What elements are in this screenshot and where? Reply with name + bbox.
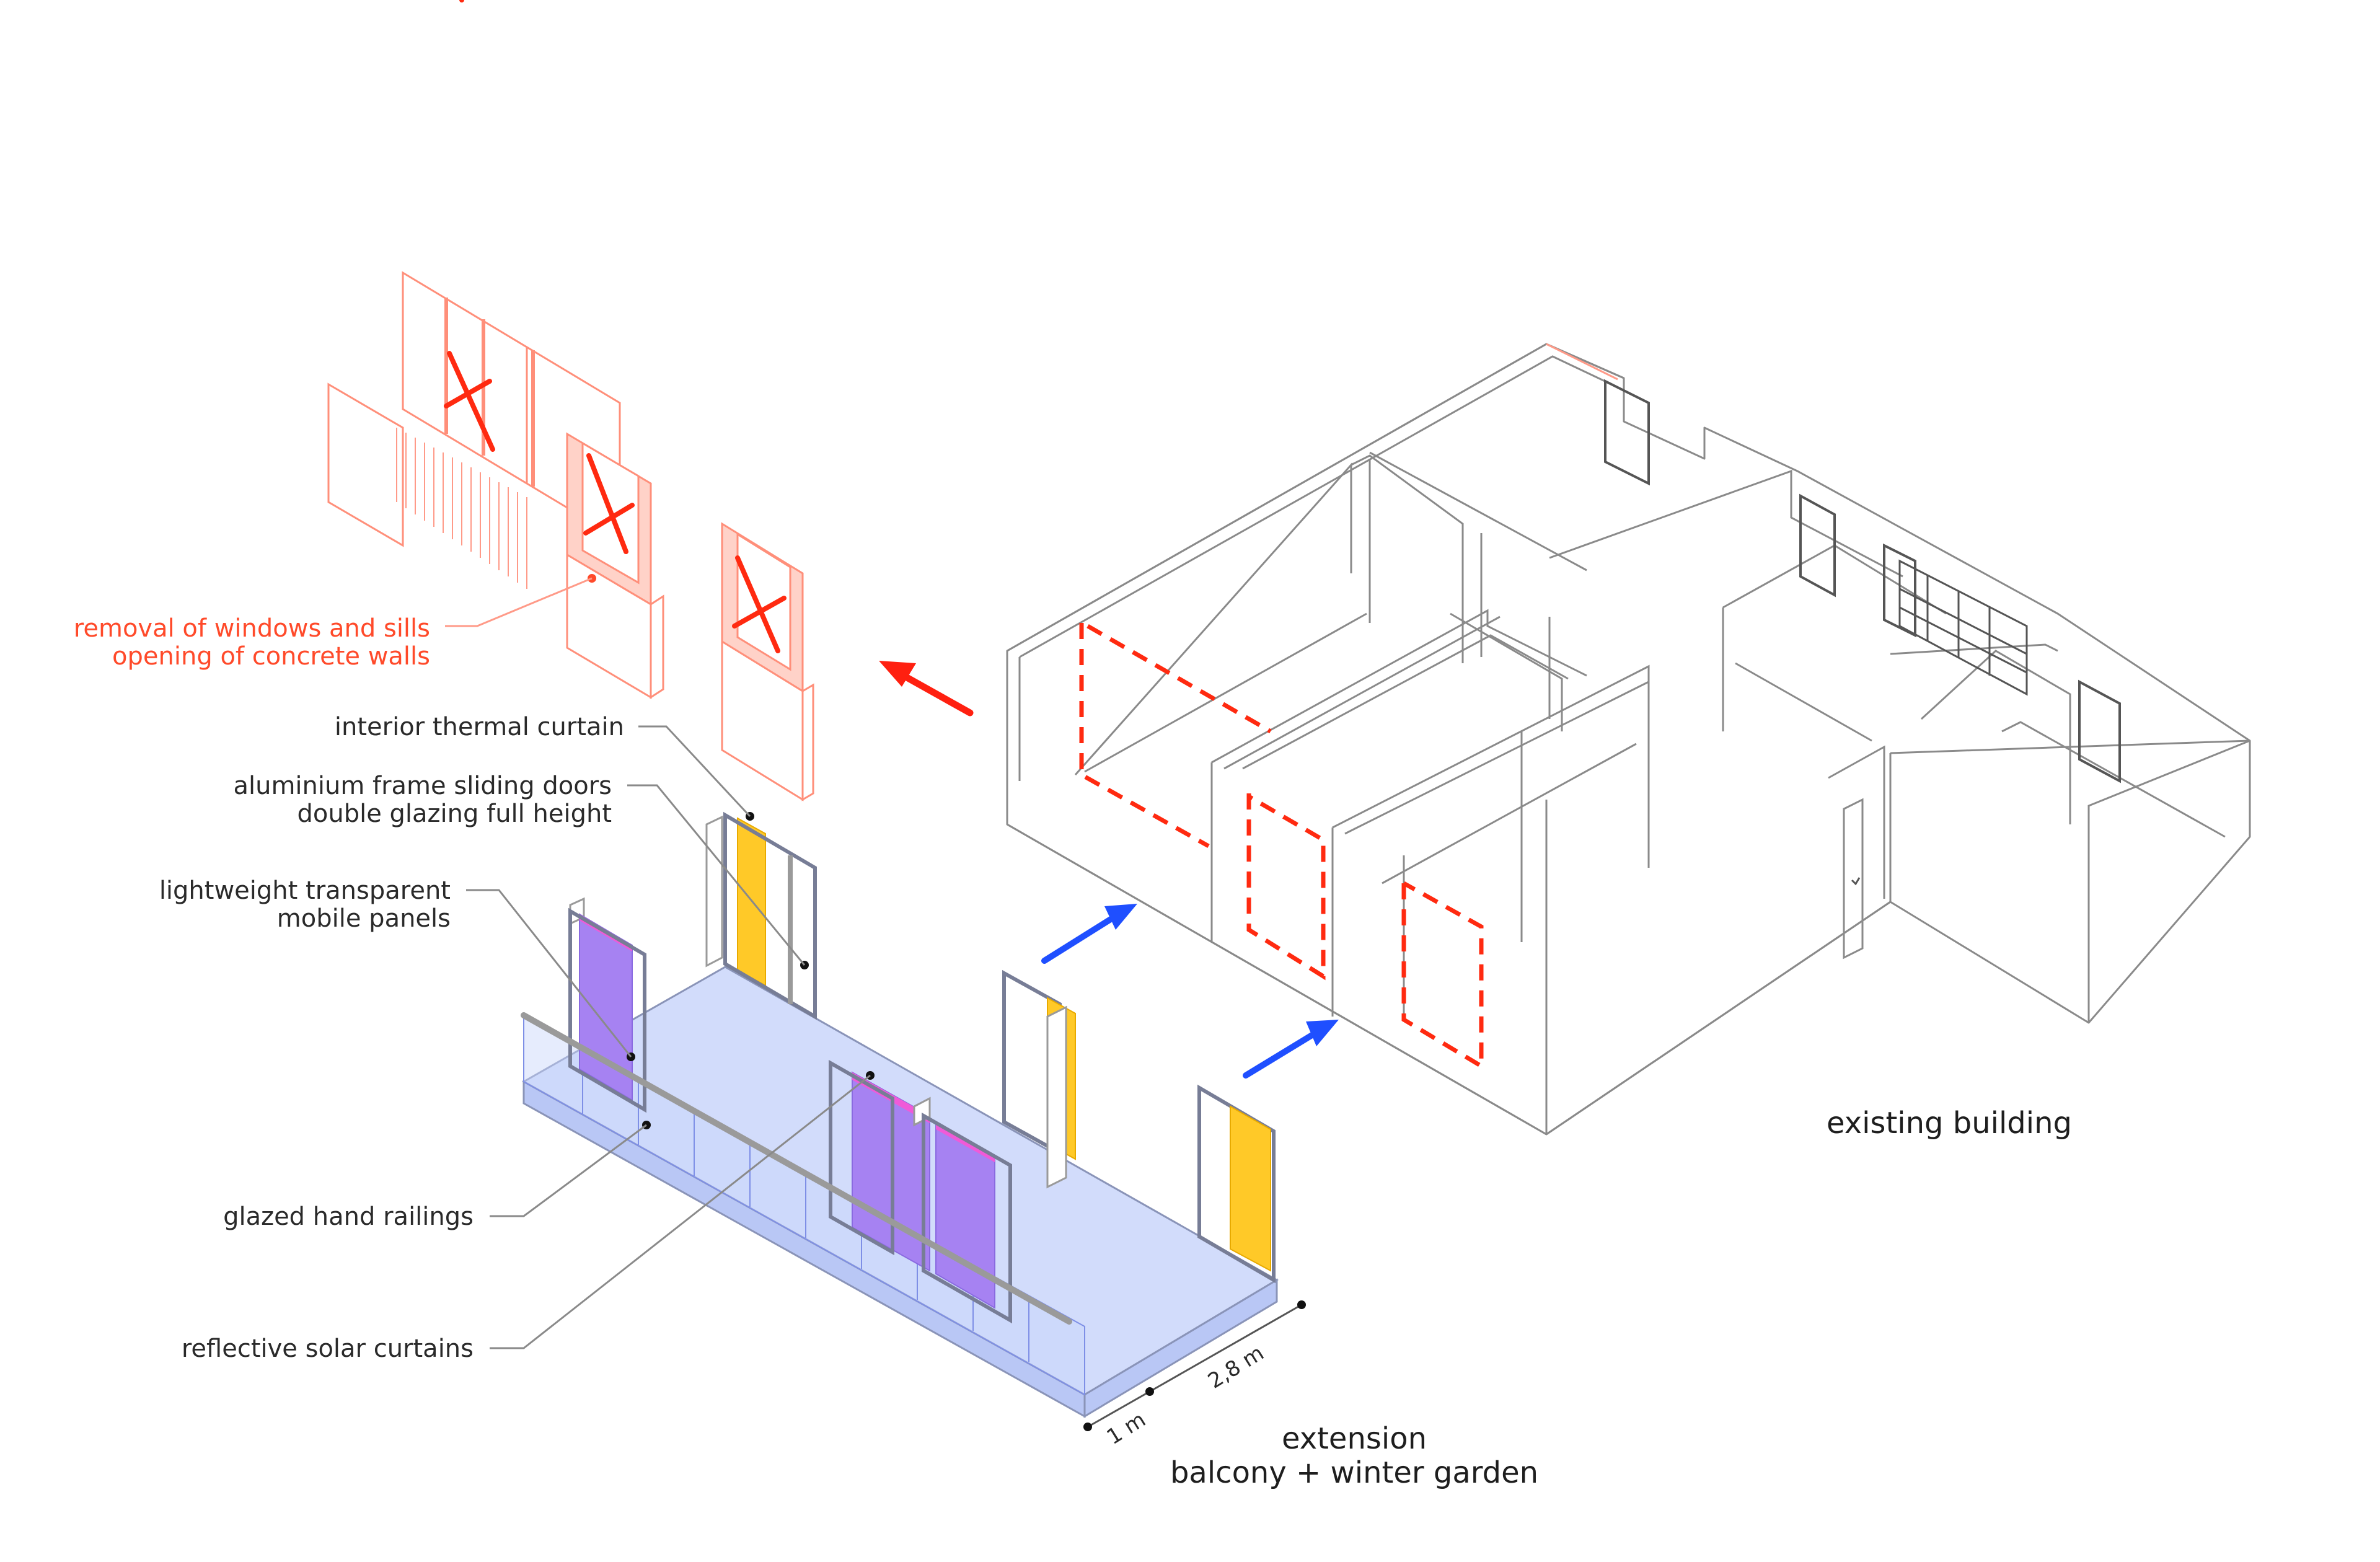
existing-building: existing building [1006, 343, 2251, 1141]
balcony-extension: 1 m 2,8 m extension balcony + winter gar… [521, 811, 1538, 1490]
demolished-large-window [327, 271, 621, 589]
entry-door [1843, 798, 1864, 960]
demolition-label-line1: removal of windows and sills [74, 614, 430, 643]
sliding-door-right [1197, 1084, 1276, 1284]
demolition-leader-line [445, 577, 593, 627]
callout-mobile-panels-line1: lightweight transparent [159, 876, 451, 905]
extension-label-line2: balcony + winter garden [1170, 1455, 1538, 1490]
demolition-label-line2: opening of concrete walls [112, 642, 430, 671]
sliding-door-mid [1002, 969, 1076, 1189]
demolition-elements: removal of windows and sills opening of … [74, 0, 974, 801]
callout-sliding-doors-line1: aluminium frame sliding doors [233, 772, 612, 800]
callout-glazed-hand-railings: glazed hand railings [223, 1202, 474, 1231]
remove-arrow-icon [879, 661, 974, 717]
callouts: interior thermal curtain aluminium frame… [159, 713, 871, 1363]
demolished-window-sill [459, 0, 664, 699]
insert-arrow-icon-upper [1041, 904, 1137, 964]
existing-building-label: existing building [1827, 1106, 2072, 1141]
callout-reflective-solar-curtains: reflective solar curtains [182, 1335, 474, 1363]
extension-label-line1: extension [1282, 1421, 1427, 1456]
insert-arrow-icon-lower [1243, 1020, 1339, 1079]
door-handle-icon [1851, 877, 1861, 886]
wall-openings-dashed [1079, 623, 1484, 1070]
callout-interior-thermal-curtain: interior thermal curtain [335, 713, 624, 741]
callout-mobile-panels-line2: mobile panels [277, 904, 451, 933]
demolished-window-right [721, 522, 814, 801]
callout-sliding-doors-line2: double glazing full height [298, 800, 612, 828]
mobile-panel-center [829, 1059, 1012, 1324]
dimension-width: 2,8 m [1204, 1341, 1268, 1394]
hand-rail [521, 1012, 1072, 1325]
existing-windows [1604, 379, 2121, 783]
